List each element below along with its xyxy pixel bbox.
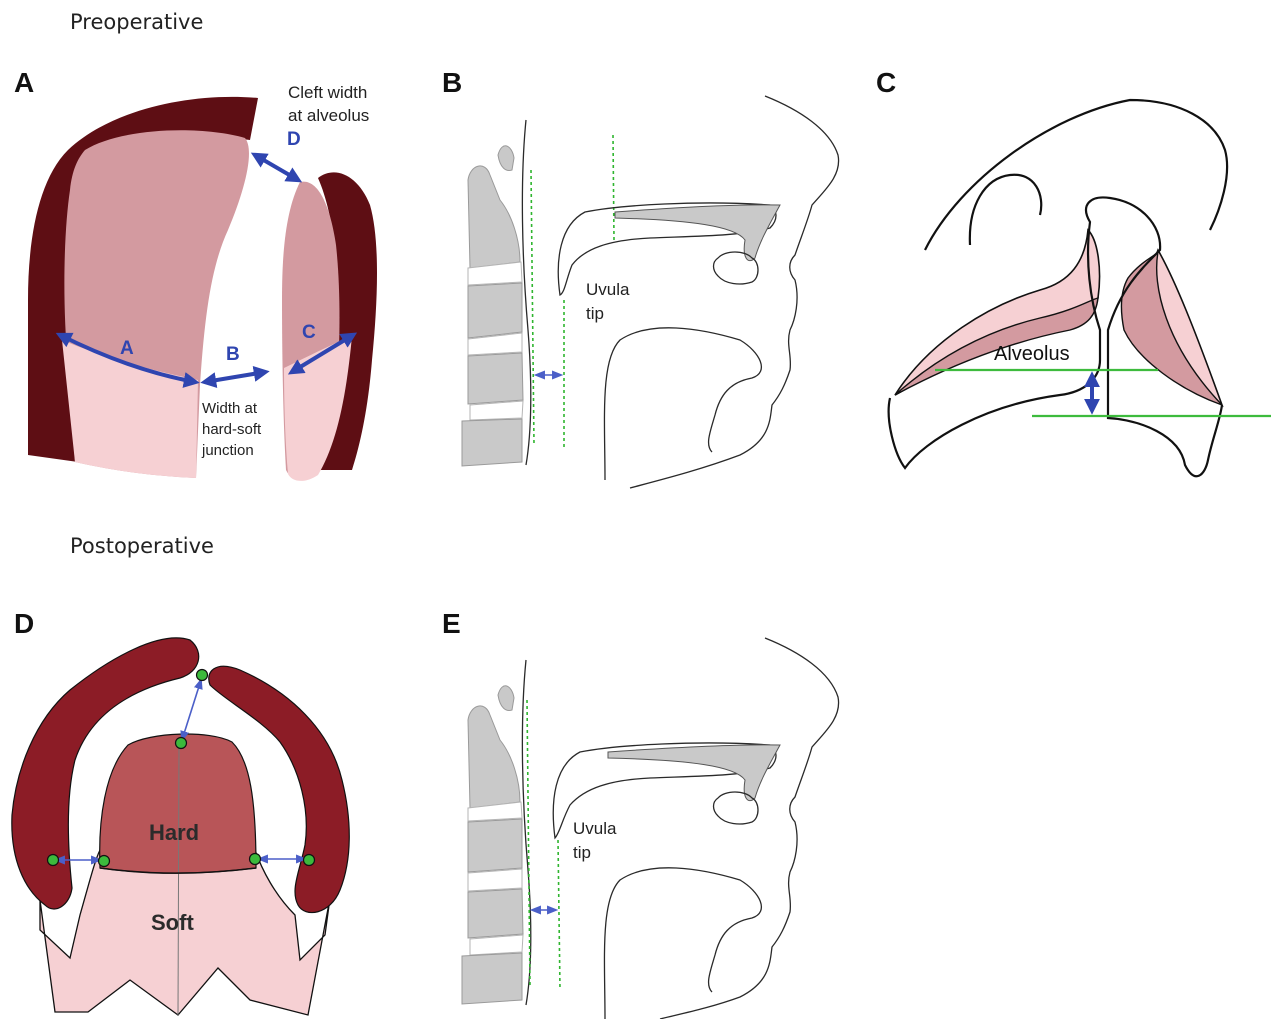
posterior-pharyngeal-wall: [522, 120, 530, 465]
panel-e: E Uvula tip: [442, 608, 839, 1019]
landmark-dot-left-inner: [99, 856, 110, 867]
landmark-dot-incisive: [176, 738, 187, 749]
measure-d-arrow: [255, 155, 298, 180]
panel-d-letter: D: [14, 608, 34, 639]
hard-palate-guide-line: [613, 135, 614, 240]
hard-palate-label: Hard: [149, 820, 199, 845]
facial-profile: [630, 96, 839, 488]
landmark-dot-right-outer: [304, 855, 315, 866]
landmark-dot-right-inner: [250, 854, 261, 865]
cleft-width-label-line2: at alveolus: [288, 106, 369, 125]
soft-palate-label: Soft: [151, 910, 194, 935]
alveolus-label: Alveolus: [994, 343, 1070, 365]
panel-c: C Alveolus: [876, 67, 1271, 476]
measure-c-label: C: [302, 322, 316, 343]
uvula-tip-label-line1: Uvula: [586, 280, 630, 299]
hard-palate-bone-postop: [608, 745, 780, 801]
hard-palate-bone: [615, 205, 780, 261]
panel-a: A A B C D Cleft width at alveolus Width …: [14, 67, 377, 481]
cervical-spine: [462, 146, 523, 466]
maxillary-incisor-postop: [714, 792, 759, 824]
tongue-outline: [604, 328, 761, 480]
junction-width-label-line3: junction: [201, 442, 254, 459]
uvula-tip-postop-label-line2: tip: [573, 843, 591, 862]
panel-d: D Hard Soft: [12, 608, 349, 1015]
measure-b-label: B: [226, 344, 240, 365]
midline-cleft-arrow: [182, 680, 201, 740]
uvula-tip-label-line2: tip: [586, 304, 604, 323]
landmark-dot-alveolus: [197, 670, 208, 681]
facial-profile-postop: [660, 638, 839, 1019]
cervical-spine-postop: [462, 686, 523, 1004]
landmark-dot-left-outer: [48, 855, 59, 866]
junction-width-label-line1: Width at: [202, 400, 258, 417]
preoperative-heading: Preoperative: [70, 10, 203, 34]
tongue-outline-postop: [604, 868, 761, 1019]
panel-c-letter: C: [876, 67, 896, 98]
measure-d-label: D: [287, 129, 301, 150]
maxillary-incisor: [714, 252, 759, 284]
hard-palate-region: [100, 734, 256, 873]
panel-e-letter: E: [442, 608, 461, 639]
measure-b-arrow: [205, 372, 265, 382]
uvula-guide-line-postop: [558, 840, 560, 990]
uvula-tip-postop-label-line1: Uvula: [573, 819, 617, 838]
junction-width-label-line2: hard-soft: [202, 421, 262, 438]
posterior-wall-guide-line-postop: [527, 700, 530, 985]
measure-a-label: A: [120, 338, 134, 359]
panel-b-letter: B: [442, 67, 462, 98]
turbinate-outline: [970, 175, 1041, 245]
panel-b: B Uvula tip: [442, 67, 839, 488]
cleft-width-label-line1: Cleft width: [288, 83, 367, 102]
panel-a-letter: A: [14, 67, 34, 98]
postoperative-heading: Postoperative: [70, 534, 214, 558]
